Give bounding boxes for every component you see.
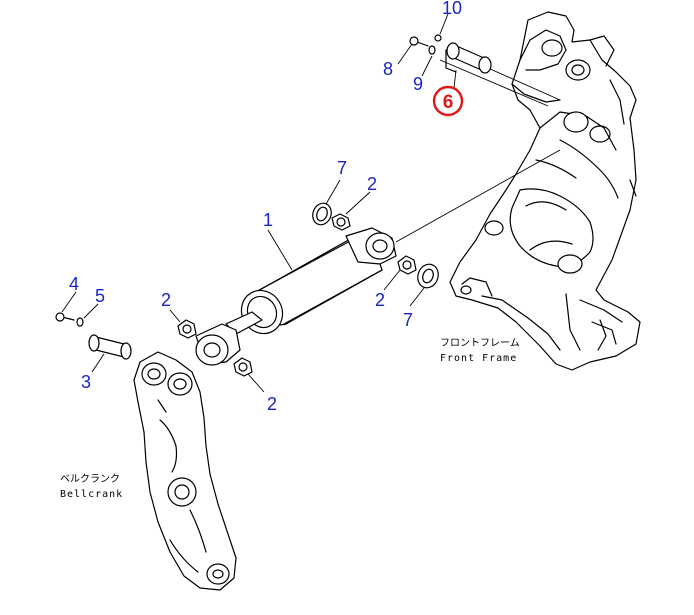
callout-6-highlighted[interactable]: 6 bbox=[443, 92, 454, 113]
callout-7-right: 7 bbox=[403, 310, 413, 330]
callout-2-top: 2 bbox=[367, 174, 377, 194]
callout-4: 4 bbox=[69, 274, 79, 294]
bellcrank-label-en: Bellcrank bbox=[60, 489, 123, 500]
leader-lines bbox=[61, 13, 457, 393]
callout-5: 5 bbox=[95, 286, 105, 306]
front-frame-label-jp: フロントフレーム bbox=[440, 337, 520, 349]
callout-3: 3 bbox=[81, 372, 91, 392]
callout-2-bottom: 2 bbox=[267, 394, 277, 414]
callout-7-top: 7 bbox=[337, 158, 347, 178]
small-parts bbox=[55, 34, 492, 377]
callouts: 1 7 2 2 7 2 2 4 5 3 8 9 10 6 bbox=[69, 0, 464, 414]
front-frame-label-en: Front Frame bbox=[440, 353, 517, 364]
bellcrank bbox=[133, 351, 237, 591]
callout-1: 1 bbox=[263, 210, 273, 230]
callout-9: 9 bbox=[413, 74, 423, 94]
callout-10: 10 bbox=[442, 0, 462, 18]
front-frame bbox=[449, 11, 641, 371]
part-labels: フロントフレーム Front Frame ベルクランク Bellcrank bbox=[60, 337, 520, 500]
callout-2-right: 2 bbox=[375, 290, 385, 310]
callout-2-left: 2 bbox=[161, 290, 171, 310]
hydraulic-cylinder bbox=[195, 59, 561, 366]
callout-8: 8 bbox=[383, 59, 393, 79]
bellcrank-label-jp: ベルクランク bbox=[60, 473, 120, 485]
highlight-circle bbox=[432, 85, 464, 117]
